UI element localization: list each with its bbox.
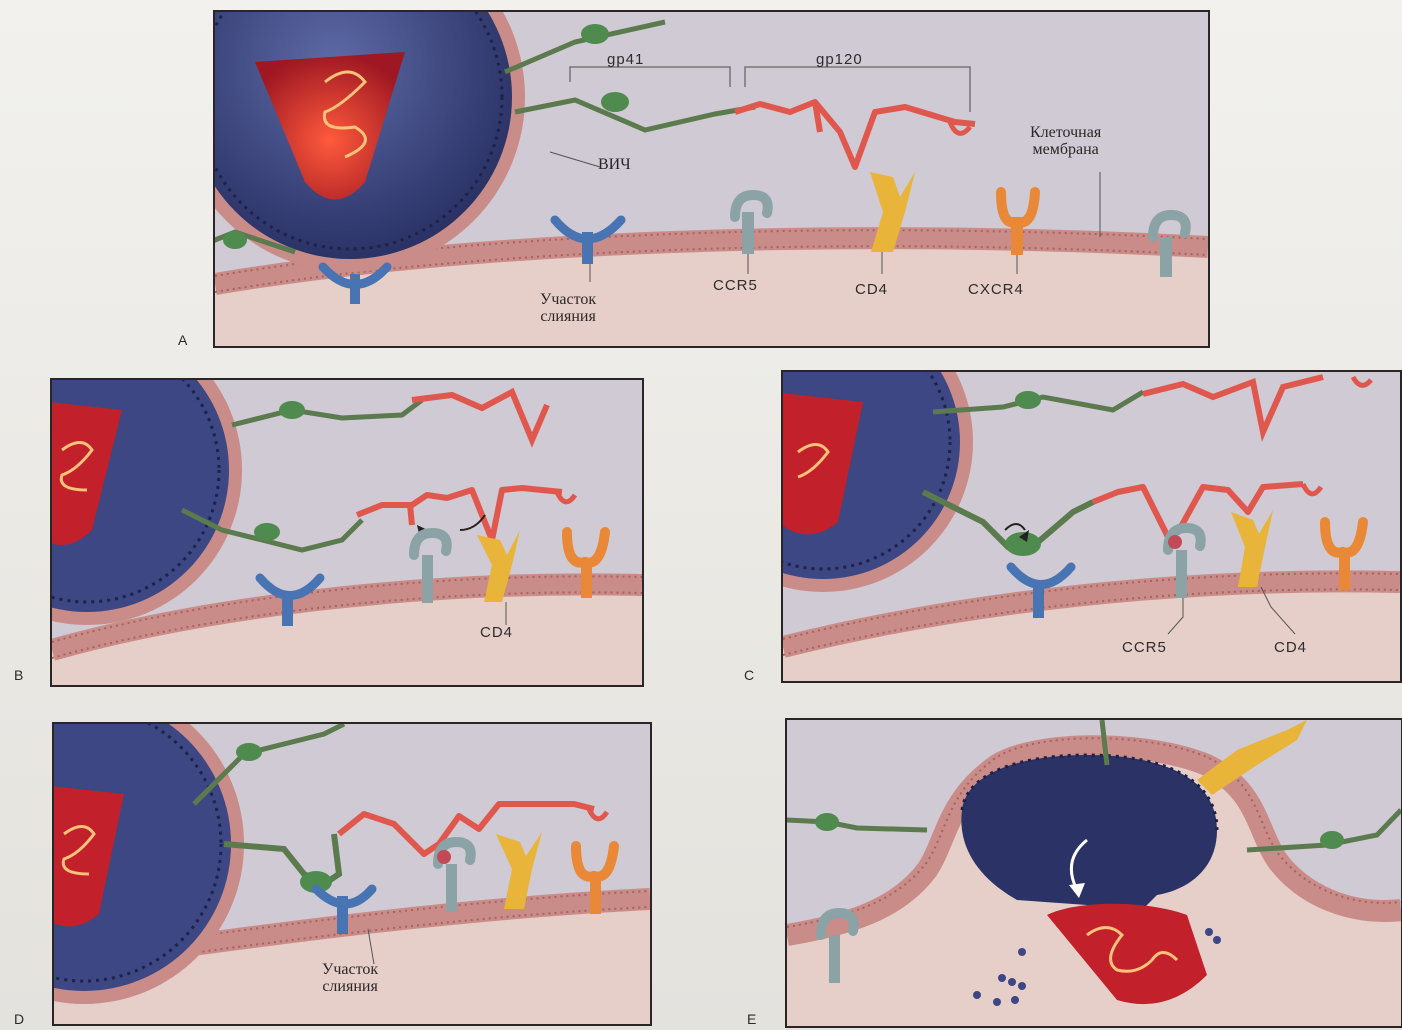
gp120-chain [735,102,975,167]
panel-letter-a: A [178,332,188,348]
gp41-bracket [570,67,730,87]
gp120-chain [357,488,562,540]
panel-letter-d: D [14,1011,25,1027]
panel-b-cd4-binding [50,378,644,687]
panel-c-coreceptor-binding [781,370,1402,683]
panel-a-overview [213,10,1210,348]
panel-c-illustration [783,372,1400,681]
ccr5-receptor [437,842,471,912]
panel-a-illustration [215,12,1208,346]
insertion-arrow-icon [1005,524,1025,530]
label-cell-membrane-line2: мембрана [1030,141,1101,158]
label-cd4-a: CD4 [855,281,888,298]
label-cd4-c: CD4 [1274,639,1307,656]
label-fusion-site-d-line2: слияния [322,978,378,995]
gp120-bracket [745,67,970,112]
panel-e-illustration [787,720,1401,1026]
panel-e-entry [785,718,1402,1028]
label-fusion-site-d-line1: Участок [322,961,378,978]
label-cell-membrane-line1: Клеточная [1030,124,1101,141]
gp41-stalk [515,100,755,130]
label-ccr5-c: CCR5 [1122,639,1167,656]
label-cell-membrane: Клеточная мембрана [1030,124,1101,158]
label-fusion-site-a-line2: слияния [540,308,596,325]
label-hiv: ВИЧ [598,156,631,173]
label-fusion-site-a-line1: Участок [540,291,596,308]
label-fusion-site-d: Участок слияния [322,961,378,995]
panel-letter-e: E [747,1011,757,1027]
gp41-stalk-upper [232,400,422,425]
gp41-bead [601,92,629,112]
label-gp41: gp41 [607,51,644,68]
panel-b-illustration [52,380,642,685]
panel-letter-b: B [14,667,24,683]
label-gp120: gp120 [816,51,863,68]
panel-letter-c: C [744,667,755,683]
label-cxcr4-a: CXCR4 [968,281,1024,298]
label-cd4-b: CD4 [480,624,513,641]
label-fusion-site-a: Участок слияния [540,291,596,325]
label-ccr5-a: CCR5 [713,277,758,294]
